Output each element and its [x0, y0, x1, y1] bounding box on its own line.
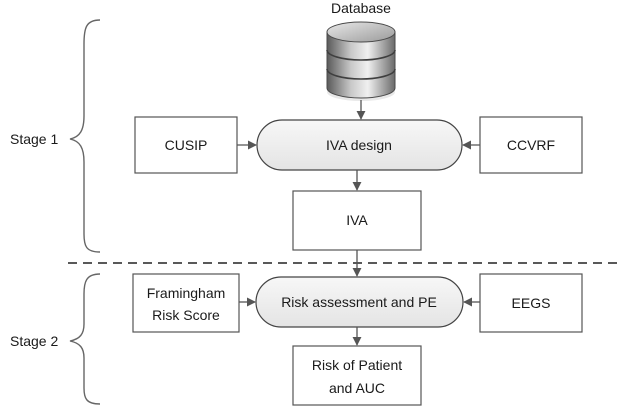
framingham-label-line1: Framingham — [147, 285, 226, 301]
risk-assessment-node — [255, 276, 464, 328]
cusip-box — [134, 116, 238, 174]
stage2-label: Stage 2 — [10, 333, 58, 349]
eegs-box — [479, 273, 583, 333]
framingham-box — [132, 273, 240, 333]
stage1-brace — [69, 19, 101, 253]
stage1-label: Stage 1 — [10, 131, 58, 147]
eegs-label: EEGS — [512, 295, 551, 311]
iva-design-label: IVA design — [326, 137, 392, 153]
risk-output-line1: Risk of Patient — [312, 357, 402, 373]
risk-assessment-label: Risk assessment and PE — [281, 294, 437, 310]
iva-box — [292, 190, 422, 251]
framingham-label-line2: Risk Score — [152, 307, 220, 323]
database-icon — [326, 21, 396, 101]
iva-label: IVA — [346, 212, 368, 228]
cusip-label: CUSIP — [165, 137, 208, 153]
iva-design-node — [256, 119, 463, 171]
database-label: Database — [331, 0, 391, 16]
ccvrf-label: CCVRF — [507, 137, 555, 153]
risk-output-box — [292, 345, 422, 406]
stage2-brace — [69, 273, 101, 405]
risk-output-line2: and AUC — [329, 380, 385, 396]
ccvrf-box — [479, 116, 583, 174]
